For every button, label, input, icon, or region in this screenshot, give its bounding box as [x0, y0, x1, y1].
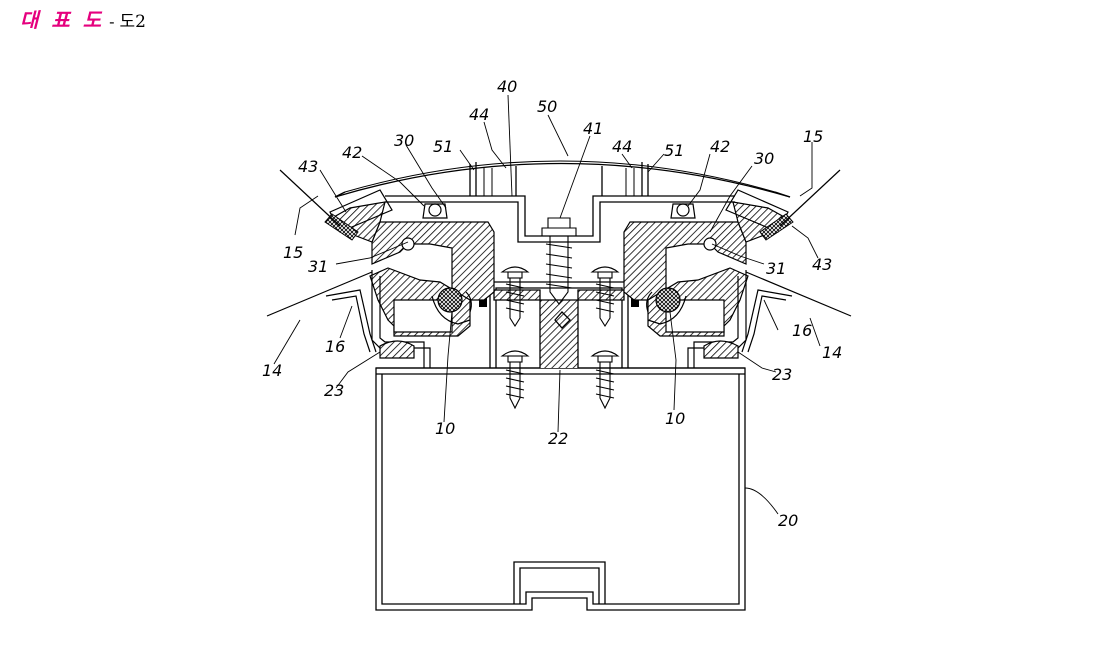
label-51-left: 51 — [433, 137, 453, 156]
label-43-left: 43 — [298, 157, 318, 176]
label-15-right: 15 — [803, 127, 823, 146]
top-cover-plate — [335, 161, 790, 197]
label-14-left: 14 — [262, 361, 282, 380]
label-15-left: 15 — [283, 243, 303, 262]
label-22: 22 — [548, 429, 568, 448]
label-51-right: 51 — [664, 141, 684, 160]
label-40: 40 — [497, 77, 517, 96]
label-10-left: 10 — [435, 419, 455, 438]
label-16-right: 16 — [792, 321, 812, 340]
label-30-left: 30 — [394, 131, 414, 150]
label-20: 20 — [778, 511, 798, 530]
label-31-right: 31 — [766, 259, 786, 278]
label-23-left: 23 — [324, 381, 344, 400]
label-50: 50 — [537, 97, 557, 116]
label-43-right: 43 — [812, 255, 832, 274]
label-23-right: 23 — [772, 365, 792, 384]
label-41: 41 — [583, 119, 603, 138]
right-lower-frame — [647, 268, 792, 368]
label-31-left: 31 — [308, 257, 328, 276]
label-42-right: 42 — [710, 137, 730, 156]
main-post-body — [376, 368, 745, 610]
label-42-left: 42 — [342, 143, 362, 162]
label-16-left: 16 — [325, 337, 345, 356]
label-30-right: 30 — [754, 149, 774, 168]
label-10-right: 10 — [665, 409, 685, 428]
label-44-right: 44 — [612, 137, 632, 156]
label-14-right: 14 — [822, 343, 842, 362]
label-44-left: 44 — [469, 105, 489, 124]
